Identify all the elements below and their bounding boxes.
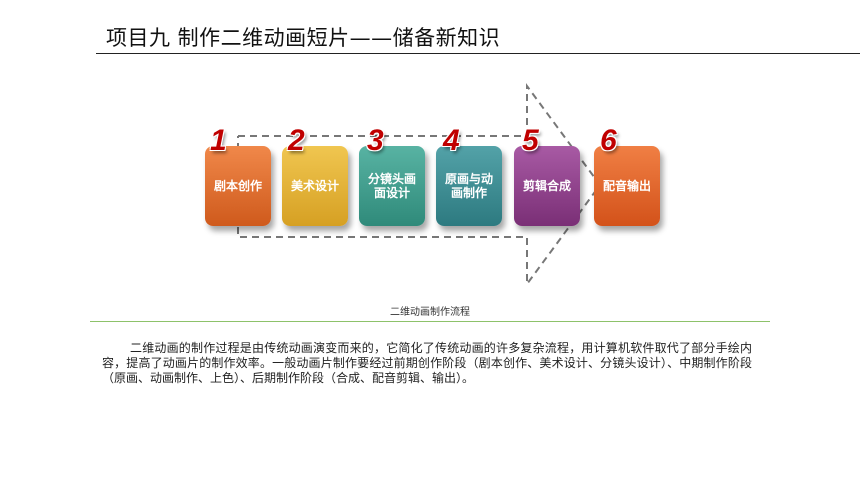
step-box-5: 剪辑合成: [514, 146, 580, 226]
step-number-5: 5: [522, 124, 539, 157]
step-label-1: 剧本创作: [213, 179, 262, 193]
body-paragraph: 二维动画的制作过程是由传统动画演变而来的，它简化了传统动画的许多复杂流程，用计算…: [102, 341, 752, 385]
step-label-4: 原画与动画制作: [444, 172, 493, 200]
step-box-2: 美术设计: [282, 146, 348, 226]
step-number-4: 4: [443, 124, 460, 157]
step-number-3: 3: [367, 124, 384, 157]
step-number-2: 2: [288, 124, 305, 157]
page-title: 项目九 制作二维动画短片——储备新知识: [106, 26, 501, 50]
step-box-6: 配音输出: [594, 146, 660, 226]
step-box-1: 剧本创作: [205, 146, 271, 226]
step-number-6: 6: [600, 124, 617, 157]
diagram-caption: 二维动画制作流程: [390, 307, 470, 318]
step-label-2: 美术设计: [290, 179, 339, 193]
step-label-6: 配音输出: [602, 179, 651, 193]
step-label-5: 剪辑合成: [522, 179, 571, 193]
caption-divider: [90, 321, 770, 322]
step-label-3: 分镜头画面设计: [367, 172, 416, 200]
title-divider: [96, 53, 860, 54]
step-number-1: 1: [210, 124, 227, 157]
step-box-4: 原画与动画制作: [436, 146, 502, 226]
step-box-3: 分镜头画面设计: [359, 146, 425, 226]
